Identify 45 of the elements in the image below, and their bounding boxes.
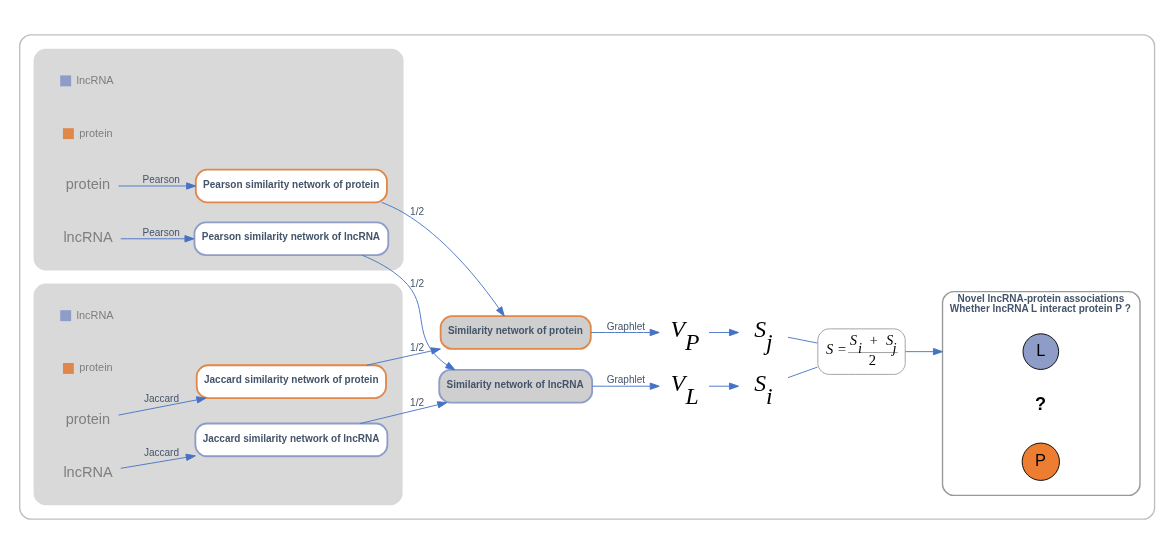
edge-label: Graphlet [606,374,646,386]
legend-label: lncRNA [76,73,114,86]
edge-label: 1/2 [410,341,425,353]
arrow [366,347,441,366]
node-text: protein [65,176,111,193]
edge-label: 1/2 [410,205,425,217]
edge-label: 1/2 [410,277,425,289]
edge-label: Graphlet [606,320,646,332]
edge-label: 1/2 [410,397,425,409]
edge-label: Pearson [142,174,180,186]
arrow [359,401,448,424]
node-text: lncRNA [63,464,113,481]
arrow [708,328,739,337]
edge-label: Jaccard [143,392,179,404]
node-box: Similarity network of protein [439,315,592,350]
node-text: lncRNA [63,229,113,246]
cluster [19,34,1156,520]
arrow [118,396,207,416]
legend-label: protein [79,126,113,139]
arrow [361,254,456,371]
node-circle: P [1021,442,1060,481]
node-box: Pearson similarity network of protein [194,168,388,204]
node-text: protein [65,411,111,428]
legend-label: lncRNA [76,308,114,321]
node-box: Pearson similarity network of lncRNA [193,221,390,257]
node-box: Similarity network of lncRNA [438,368,594,404]
arrow [590,328,660,337]
edge-label: Jaccard [143,447,179,459]
legend-label: protein [79,361,113,374]
arrow [708,382,739,390]
arrow [381,201,505,317]
arrow [904,348,943,356]
connector [787,336,818,344]
node-box: Jaccard similarity network of protein [195,364,387,399]
arrow [118,182,197,190]
node-box: Jaccard similarity network of lncRNA [194,422,389,458]
arrow [591,382,660,390]
cluster [33,283,403,506]
node-circle: L [1022,333,1060,370]
connector [787,366,818,379]
cluster [33,48,404,271]
arrow [120,235,195,243]
edge-label: Pearson [142,226,180,238]
node-text: ? [1034,393,1047,414]
arrow [120,453,196,469]
